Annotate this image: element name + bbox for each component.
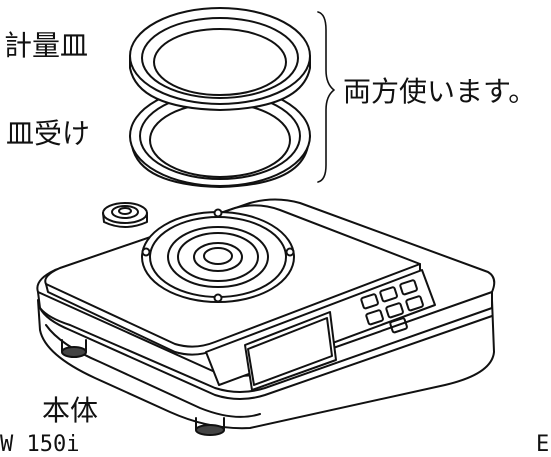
key-3 <box>399 279 418 296</box>
adjustable-foot <box>61 339 225 436</box>
key-4 <box>365 309 384 326</box>
label-weighing-pan: 計量皿 <box>4 29 89 62</box>
label-pan-support: 皿受け <box>6 117 91 150</box>
pan-support-ring <box>129 85 311 188</box>
weighing-pan-disc <box>129 7 311 111</box>
key-6 <box>405 295 424 312</box>
pan-mount <box>141 208 295 303</box>
cut-off-text-left: W 150i <box>0 432 80 457</box>
level-bubble <box>102 202 148 228</box>
cut-off-text-right: E <box>536 432 550 457</box>
label-both-used: 両方使います。 <box>343 75 537 108</box>
display-window <box>247 317 333 386</box>
control-panel <box>205 269 436 391</box>
key-5 <box>385 302 404 319</box>
key-2 <box>379 286 398 303</box>
label-main-body: 本体 <box>42 394 99 427</box>
balance-body <box>36 198 496 436</box>
key-1 <box>360 293 379 310</box>
key-7 <box>389 317 408 334</box>
grouping-brace <box>317 11 335 183</box>
